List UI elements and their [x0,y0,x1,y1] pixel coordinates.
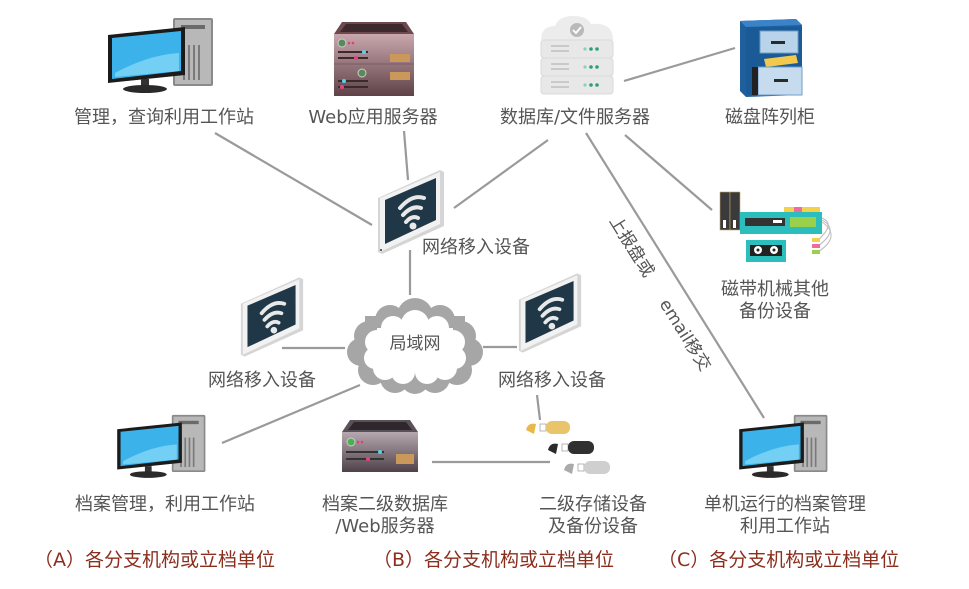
tape-backup-icon [719,191,832,262]
secondary-db-label-line1: 档案二级数据库 [322,494,448,515]
line-db-to-tape [624,134,713,211]
archive-workstation-label: 档案管理，利用工作站 [75,494,255,515]
access-point-right-label: 网络移入设备 [498,370,606,391]
mgmt-workstation-label: 管理，查询利用工作站 [74,107,254,128]
workstation-icon [108,18,213,93]
line-db-to-standalone [585,132,765,419]
database-server-icon [540,16,614,95]
disk-array-cabinet-icon [740,19,803,97]
tape-backup-label-line2: 备份设备 [739,301,811,322]
line-web-to-ap-top [402,130,410,181]
unit-c-caption: （C）各分支机构或立档单位 [658,549,900,571]
usb-storage-label-line1: 二级存储设备 [539,494,647,515]
database-server-label: 数据库/文件服务器 [499,107,651,128]
web-server-label: Web应用服务器 [308,107,438,128]
usb-drives-icon [526,421,610,474]
line-db-to-ap-top [453,139,549,209]
secondary-server-icon [342,420,418,472]
line-ap-right-to-usb [535,394,542,421]
lan-label: 局域网 [389,334,441,354]
secondary-db-label-line2: /Web服务器 [335,516,435,537]
line-db-to-disk-array [623,46,736,83]
lan-cloud-icon [347,298,483,394]
access-point-icon [240,277,304,357]
standalone-workstation-label-line1: 单机运行的档案管理 [704,494,866,515]
workstation-icon [739,414,828,478]
access-point-top-label: 网络移入设备 [422,237,530,258]
access-point-icon [378,170,444,254]
disk-array-label: 磁盘阵列柜 [725,107,815,128]
workstation-icon [117,414,206,478]
web-server-icon [334,22,414,96]
access-point-left-label: 网络移入设备 [208,370,316,391]
usb-storage-label-line2: 及备份设备 [548,516,638,537]
line-lan-to-archive-ws [221,383,361,445]
unit-b-caption: （B）各分支机构或立档单位 [373,549,615,571]
unit-a-caption: （A）各分支机构或立档单位 [34,549,275,571]
tape-backup-label-line1: 磁带机械其他 [721,279,829,300]
line-mgmt-to-ap-top [214,132,373,226]
standalone-workstation-label-line2: 利用工作站 [740,516,830,537]
access-point-icon [518,273,582,353]
